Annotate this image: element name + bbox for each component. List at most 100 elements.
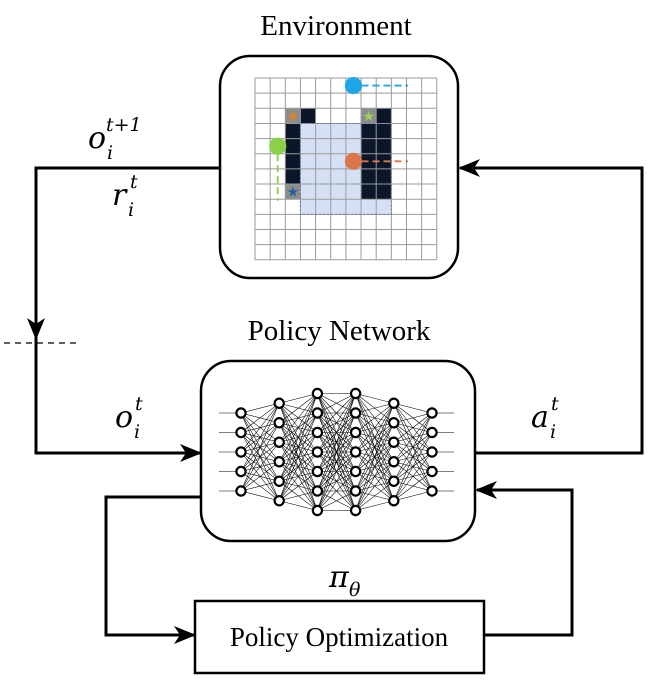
network-edge xyxy=(317,393,356,472)
network-edge xyxy=(240,403,280,453)
action-base: a xyxy=(531,400,549,435)
neuron-layer-5 xyxy=(388,495,400,507)
network-edge xyxy=(393,412,433,501)
neuron-layer-4 xyxy=(349,407,362,419)
action-label: a i t xyxy=(531,393,559,443)
wall-cell xyxy=(285,138,301,154)
wall-cell xyxy=(285,168,301,185)
neuron-layer-1 xyxy=(235,407,247,419)
wall-cell xyxy=(361,138,377,154)
neuron-layer-3 xyxy=(311,446,324,458)
observation-sub: i xyxy=(134,421,140,443)
wall-cell xyxy=(376,184,392,200)
wall-cell xyxy=(361,153,377,169)
neural-network xyxy=(219,387,454,517)
wall-cell xyxy=(376,108,392,124)
observation-in-arrow xyxy=(34,330,202,462)
neuron-layer-1 xyxy=(235,426,247,439)
network-edge xyxy=(240,480,280,492)
orange-goal-cell xyxy=(285,108,301,124)
wall-cell xyxy=(361,123,377,139)
gridworld: ★★★ xyxy=(254,76,438,261)
network-edge xyxy=(355,403,395,511)
neuron-layer-4 xyxy=(349,504,362,517)
next-observation-label: o i t+1 xyxy=(88,114,142,164)
network-connections xyxy=(219,393,454,511)
network-edge xyxy=(355,402,394,414)
next-observation-sup: t+1 xyxy=(106,114,142,136)
network-edge xyxy=(317,393,356,414)
network-edge xyxy=(317,393,356,433)
neuron-layer-3 xyxy=(311,426,324,439)
network-edge xyxy=(355,422,395,511)
network-edge xyxy=(240,461,280,492)
neuron-layer-3 xyxy=(311,504,324,517)
wall-cell xyxy=(376,138,392,154)
network-edge xyxy=(240,403,280,472)
neuron-layer-6 xyxy=(426,446,438,458)
network-edge xyxy=(393,412,433,424)
blue-goal-star: ★ xyxy=(287,185,300,201)
neuron-layer-1 xyxy=(235,446,247,458)
neuron-layer-5 xyxy=(388,436,400,448)
network-edge xyxy=(279,471,318,501)
neuron-layer-4 xyxy=(349,465,362,478)
neuron-layer-6 xyxy=(426,485,438,497)
network-edge xyxy=(240,442,280,492)
orange-agent xyxy=(344,152,363,170)
network-edge xyxy=(317,393,356,511)
network-edge xyxy=(393,412,433,443)
policy-optimization-box xyxy=(193,599,486,675)
next-observation-sub: i xyxy=(107,142,113,164)
network-edge xyxy=(393,471,433,501)
neuron-layer-5 xyxy=(388,417,400,429)
network-edge xyxy=(279,500,318,511)
neuron-layer-3 xyxy=(311,485,324,497)
network-edge xyxy=(240,402,280,414)
reward-sub: i xyxy=(128,199,134,221)
neuron-layer-4 xyxy=(349,485,362,497)
network-edge xyxy=(317,393,356,492)
green-goal-cell xyxy=(361,108,377,124)
neuron-layer-5 xyxy=(388,397,400,409)
blue-goal-cell xyxy=(285,184,301,200)
neuron-layer-2 xyxy=(273,456,285,468)
neuron-layer-3 xyxy=(311,465,324,478)
action-sup: t xyxy=(551,393,559,415)
next-observation-base: o xyxy=(88,121,106,156)
network-edge xyxy=(278,451,318,501)
network-edge xyxy=(240,422,280,492)
network-edge xyxy=(317,471,356,511)
network-edge xyxy=(355,403,395,492)
network-edge xyxy=(317,393,356,453)
neuron-layer-4 xyxy=(349,387,362,400)
neuron-layer-5 xyxy=(388,456,400,468)
wall-cell xyxy=(361,184,377,200)
neuron-layer-6 xyxy=(426,465,438,478)
network-edge xyxy=(317,451,356,511)
reward-sup: t xyxy=(130,171,138,193)
network-edge xyxy=(317,412,356,511)
network-edge xyxy=(355,442,395,511)
wall-cell xyxy=(285,123,301,139)
network-edge xyxy=(240,490,280,502)
network-edge xyxy=(278,393,318,462)
green-agent xyxy=(269,137,287,155)
network-edge xyxy=(279,393,318,423)
wall-cell xyxy=(376,123,392,139)
neuron-layer-2 xyxy=(273,436,285,448)
network-edge xyxy=(240,403,280,492)
network-edge xyxy=(279,393,318,404)
network-edge xyxy=(278,432,318,501)
network-edge xyxy=(355,403,395,453)
network-edge xyxy=(355,500,394,511)
neuron-layer-2 xyxy=(273,417,285,429)
neuron-layer-3 xyxy=(311,407,324,419)
neuron-layer-4 xyxy=(349,426,362,439)
network-edge xyxy=(355,403,394,433)
network-edge xyxy=(393,432,433,501)
policy-network-title: Policy Network xyxy=(248,315,431,347)
neuron-layer-6 xyxy=(426,426,438,439)
green-goal-star: ★ xyxy=(362,109,375,125)
